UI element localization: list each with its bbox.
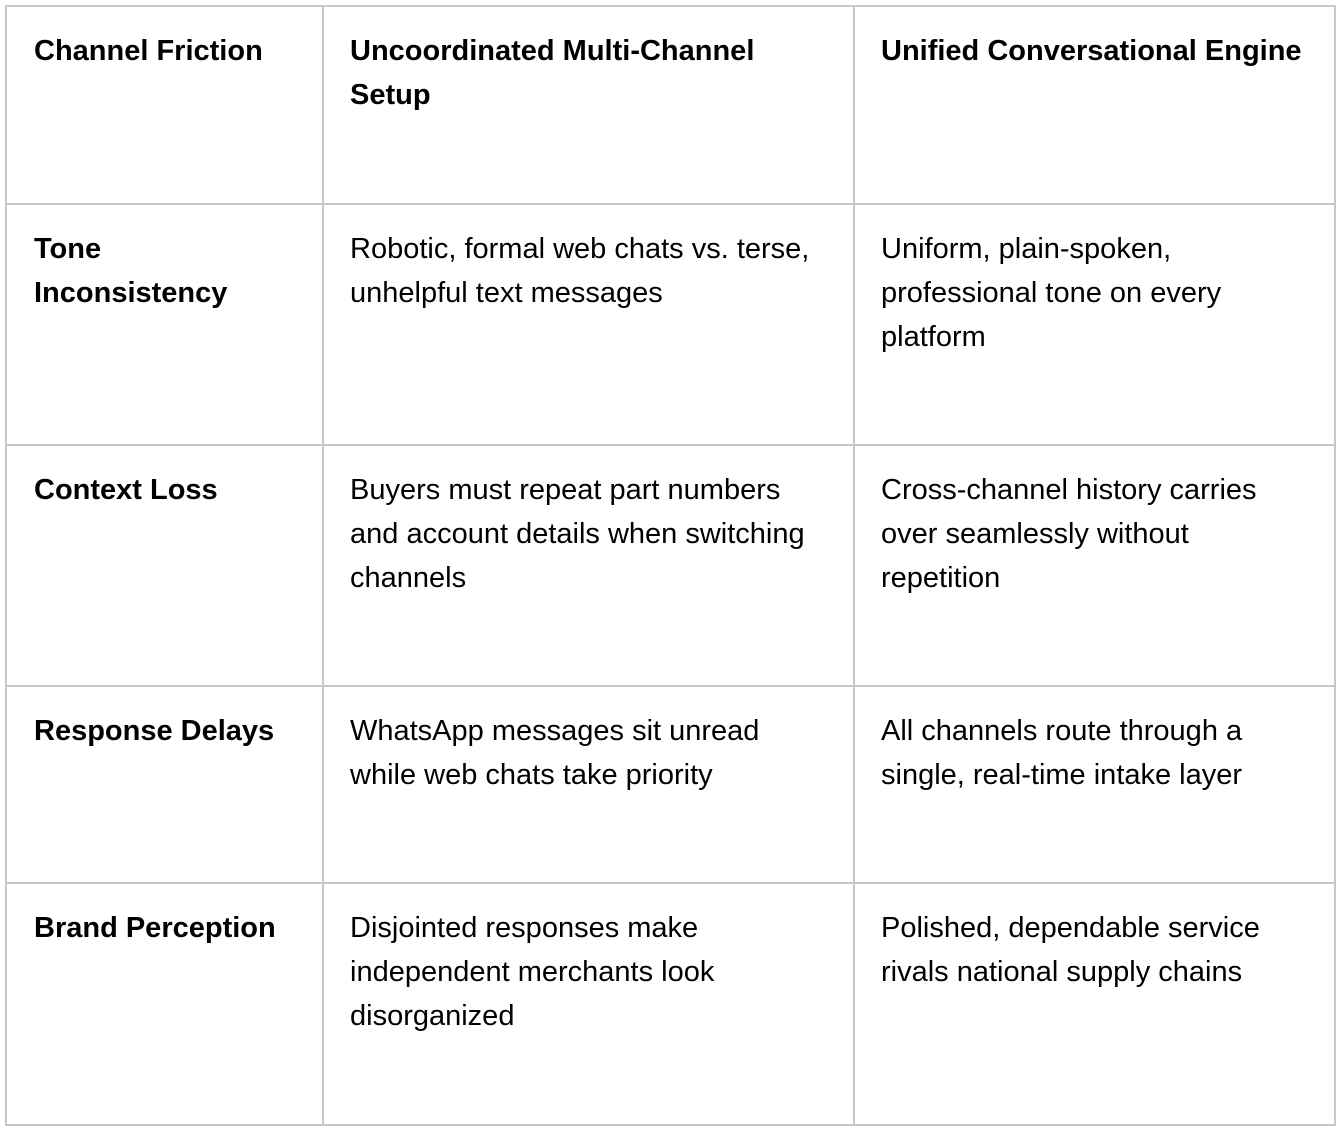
table-row: Tone Inconsistency Robotic, formal web c… bbox=[5, 203, 1336, 446]
table-row: Context Loss Buyers must repeat part num… bbox=[5, 444, 1336, 687]
header-cell-unified: Unified Conversational Engine bbox=[853, 5, 1336, 205]
header-text: Unified Conversational Engine bbox=[881, 35, 1302, 67]
table-cell: Uniform, plain-spoken, professional tone… bbox=[853, 203, 1336, 446]
header-row: Channel Friction Uncoordinated Multi-Cha… bbox=[5, 5, 1336, 205]
cell-text: WhatsApp messages sit unread while web c… bbox=[350, 715, 760, 791]
cell-text: Uniform, plain-spoken, professional tone… bbox=[881, 233, 1222, 353]
table-cell: Polished, dependable service rivals nati… bbox=[853, 882, 1336, 1126]
header-text: Uncoordinated Multi-Channel Setup bbox=[350, 35, 755, 111]
row-label-cell: Brand Perception bbox=[5, 882, 324, 1126]
row-label-cell: Context Loss bbox=[5, 444, 324, 687]
row-label-cell: Response Delays bbox=[5, 685, 324, 884]
cell-text: Buyers must repeat part numbers and acco… bbox=[350, 474, 805, 594]
cell-text: Polished, dependable service rivals nati… bbox=[881, 912, 1260, 988]
header-text: Channel Friction bbox=[34, 35, 263, 67]
cell-text: Cross-channel history carries over seaml… bbox=[881, 474, 1257, 594]
table-cell: Buyers must repeat part numbers and acco… bbox=[322, 444, 855, 687]
table-cell: All channels route through a single, rea… bbox=[853, 685, 1336, 884]
row-label-cell: Tone Inconsistency bbox=[5, 203, 324, 446]
cell-text: Disjointed responses make independent me… bbox=[350, 912, 715, 1032]
table-row: Brand Perception Disjointed responses ma… bbox=[5, 882, 1336, 1126]
cell-text: Robotic, formal web chats vs. terse, unh… bbox=[350, 233, 810, 309]
table-cell: Disjointed responses make independent me… bbox=[322, 882, 855, 1126]
header-cell-friction: Channel Friction bbox=[5, 5, 324, 205]
table-row: Response Delays WhatsApp messages sit un… bbox=[5, 685, 1336, 884]
table-cell: Cross-channel history carries over seaml… bbox=[853, 444, 1336, 687]
table-cell: WhatsApp messages sit unread while web c… bbox=[322, 685, 855, 884]
row-label: Context Loss bbox=[34, 474, 218, 506]
row-label: Tone Inconsistency bbox=[34, 233, 228, 309]
header-cell-uncoordinated: Uncoordinated Multi-Channel Setup bbox=[322, 5, 855, 205]
table-cell: Robotic, formal web chats vs. terse, unh… bbox=[322, 203, 855, 446]
comparison-table: Channel Friction Uncoordinated Multi-Cha… bbox=[5, 5, 1336, 1126]
row-label: Response Delays bbox=[34, 715, 275, 747]
row-label: Brand Perception bbox=[34, 912, 276, 944]
cell-text: All channels route through a single, rea… bbox=[881, 715, 1243, 791]
